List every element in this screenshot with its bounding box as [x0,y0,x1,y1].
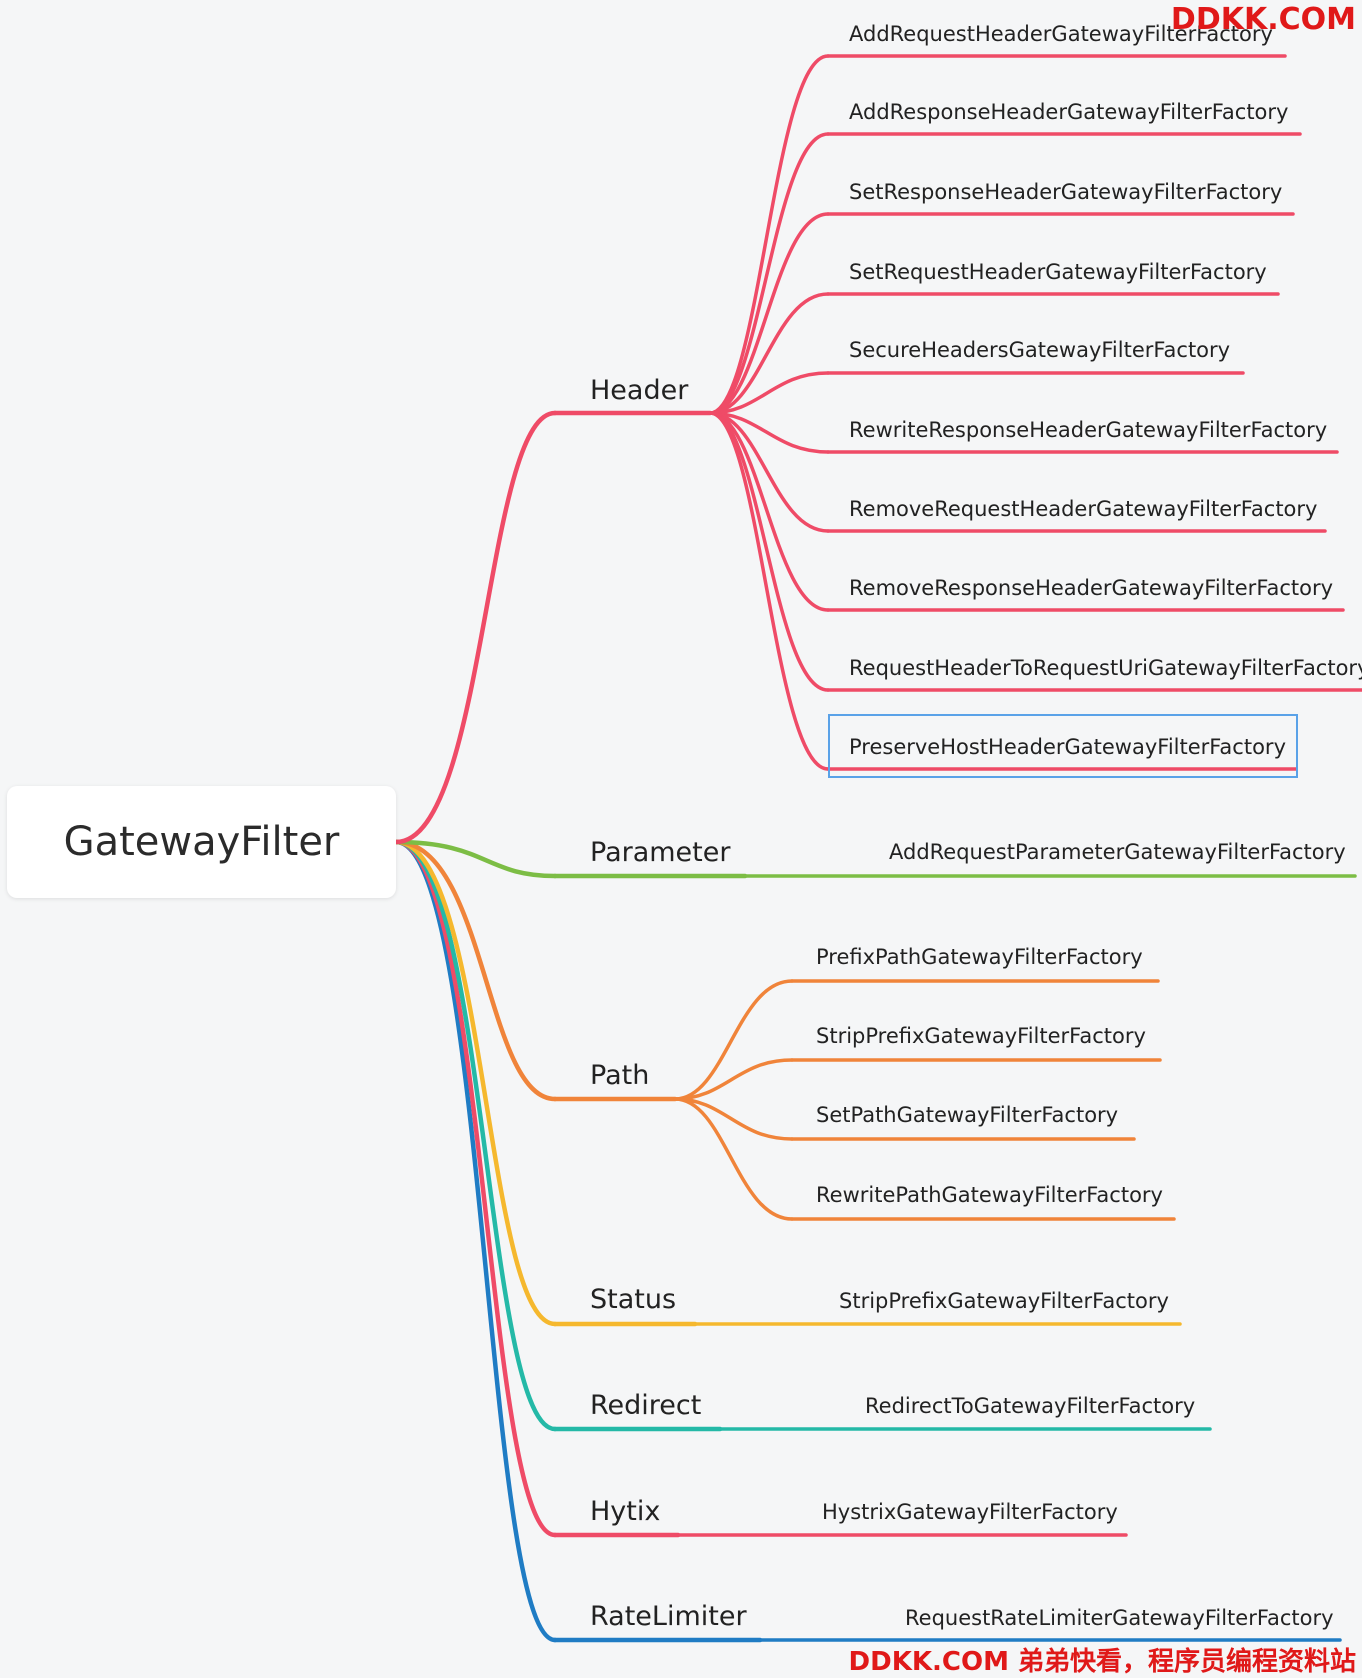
branch-hytix[interactable]: Hytix [590,1496,661,1527]
leaf-status-1[interactable]: StripPrefixGatewayFilterFactory [839,1289,1169,1313]
leaf-header-1[interactable]: AddRequestHeaderGatewayFilterFactory [849,22,1273,46]
leaf-header-9[interactable]: RequestHeaderToRequestUriGatewayFilterFa… [849,656,1362,680]
connector-path-4 [673,1097,794,1221]
connector-header-4 [708,292,830,415]
leaf-path-1[interactable]: PrefixPathGatewayFilterFactory [816,945,1143,969]
branch-redirect[interactable]: Redirect [590,1390,702,1421]
branch-ratelimiter[interactable]: RateLimiter [590,1601,747,1632]
connector-root-header [393,410,558,845]
connector-header-2 [708,132,830,415]
connector-header-3 [708,212,830,415]
connector-header-8 [708,411,830,612]
connector-root-ratelimiter [393,839,558,1643]
leaf-header-3[interactable]: SetResponseHeaderGatewayFilterFactory [849,180,1283,204]
connector-root-parameter [393,839,558,879]
connector-root-status [393,839,558,1327]
connector-root-path [393,839,558,1102]
root-node[interactable]: GatewayFilter [7,786,396,898]
leaf-parameter-1[interactable]: AddRequestParameterGatewayFilterFactory [889,840,1346,864]
connector-path-2 [673,1058,794,1101]
root-node-label: GatewayFilter [63,819,340,865]
branch-path[interactable]: Path [590,1060,650,1091]
connector-path-3 [673,1097,794,1141]
connector-root-hytix [393,839,558,1538]
connector-header-10 [708,411,830,771]
leaf-path-2[interactable]: StripPrefixGatewayFilterFactory [816,1024,1146,1048]
connector-header-6 [708,411,830,454]
leaf-header-10[interactable]: PreserveHostHeaderGatewayFilterFactory [849,735,1286,759]
connector-header-1 [708,54,830,415]
watermark-bottom: DDKK.COM 弟弟快看，程序员编程资料站 [848,1647,1356,1677]
leaf-header-7[interactable]: RemoveRequestHeaderGatewayFilterFactory [849,497,1318,521]
leaf-header-8[interactable]: RemoveResponseHeaderGatewayFilterFactory [849,576,1334,600]
leaf-header-6[interactable]: RewriteResponseHeaderGatewayFilterFactor… [849,418,1328,442]
connector-header-7 [708,411,830,533]
branch-header[interactable]: Header [590,375,689,406]
leaf-redirect-1[interactable]: RedirectToGatewayFilterFactory [865,1394,1196,1418]
branch-parameter[interactable]: Parameter [590,837,731,868]
branch-status[interactable]: Status [590,1284,677,1315]
leaf-ratelimiter-1[interactable]: RequestRateLimiterGatewayFilterFactory [905,1606,1334,1630]
connector-path-1 [673,979,794,1101]
connector-header-5 [708,371,830,415]
leaf-path-4[interactable]: RewritePathGatewayFilterFactory [816,1183,1163,1207]
leaf-hytix-1[interactable]: HystrixGatewayFilterFactory [822,1500,1118,1524]
leaf-path-3[interactable]: SetPathGatewayFilterFactory [816,1103,1119,1127]
connector-root-redirect [393,839,558,1432]
selection-highlight-box [828,714,1298,778]
leaf-header-2[interactable]: AddResponseHeaderGatewayFilterFactory [849,100,1289,124]
leaf-header-5[interactable]: SecureHeadersGatewayFilterFactory [849,338,1231,362]
watermark-top: DDKK.COM [1170,2,1356,37]
leaf-header-4[interactable]: SetRequestHeaderGatewayFilterFactory [849,260,1267,284]
connector-header-9 [708,411,830,692]
